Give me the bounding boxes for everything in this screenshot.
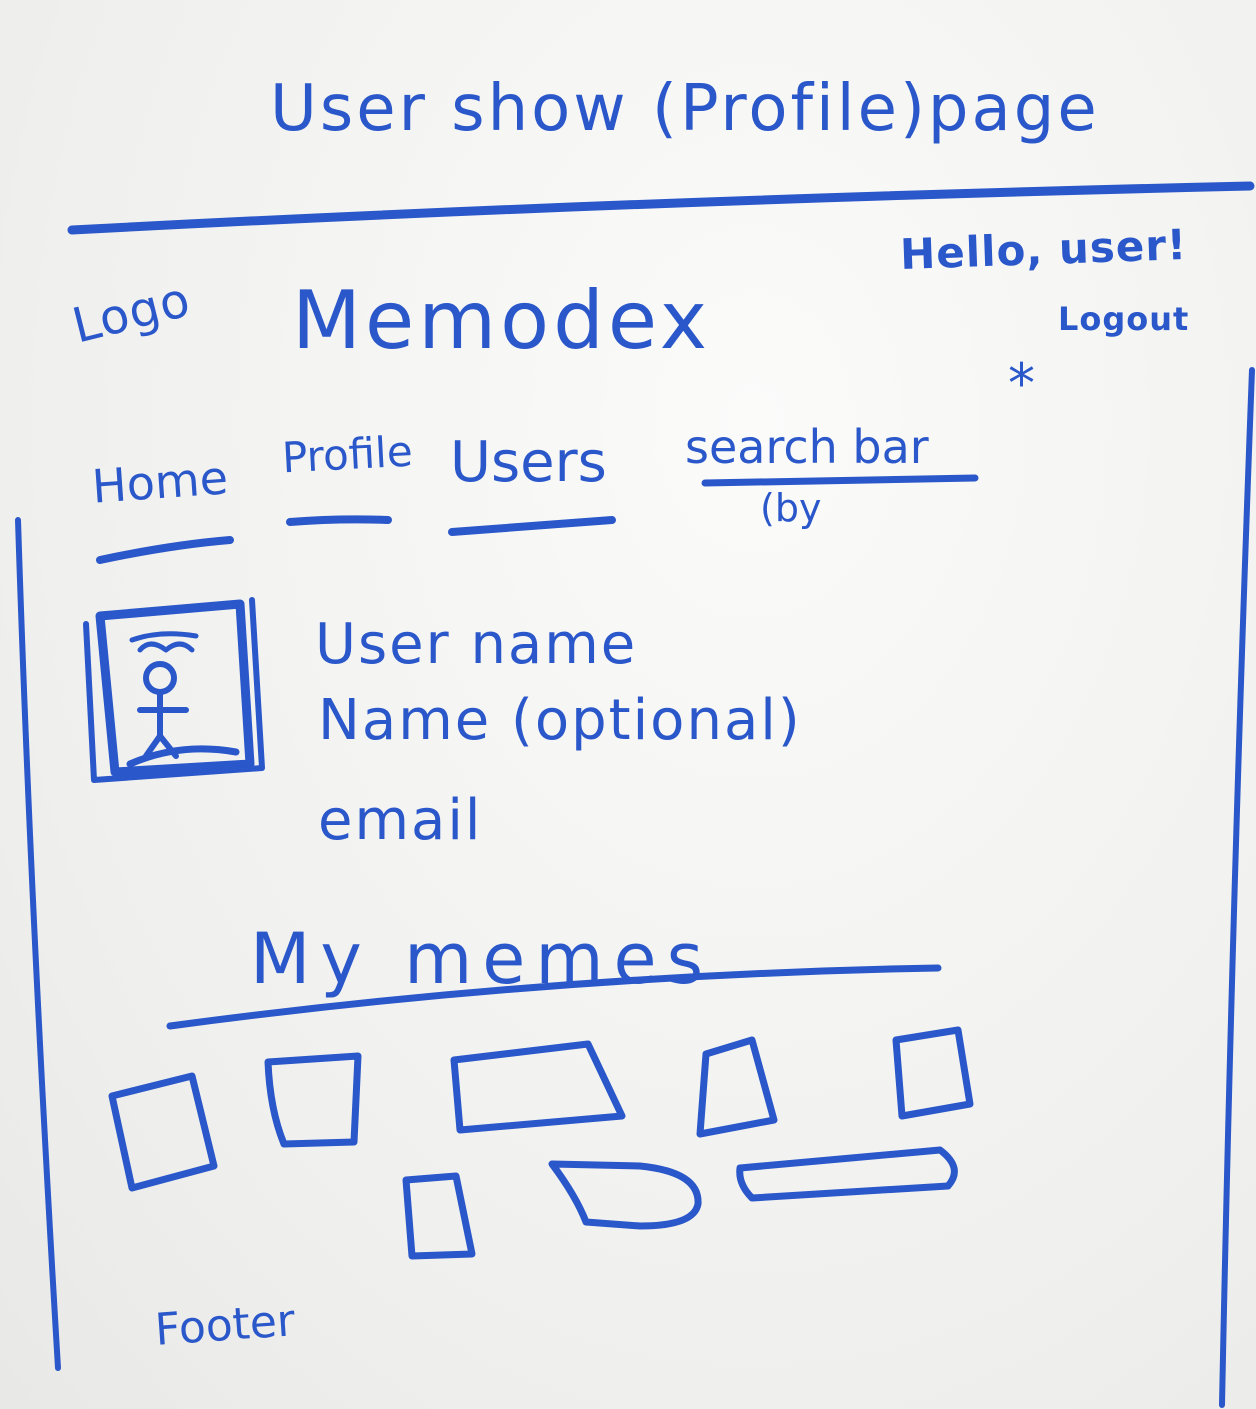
meme-thumb-6 bbox=[402, 1172, 476, 1260]
meme-thumb-1 bbox=[108, 1072, 218, 1192]
search-bar[interactable]: search bar bbox=[685, 420, 929, 474]
meme-thumb-4 bbox=[696, 1036, 778, 1138]
nav-users-underline bbox=[448, 516, 616, 536]
nav-home-underline bbox=[96, 536, 234, 564]
meme-thumb-7 bbox=[548, 1160, 702, 1230]
user-greeting: Hello, user! bbox=[899, 220, 1188, 279]
footer: Footer bbox=[153, 1295, 297, 1356]
nav-home-link[interactable]: Home bbox=[90, 450, 230, 514]
search-asterisk: * bbox=[1008, 352, 1035, 415]
profile-email: email bbox=[318, 788, 483, 853]
memes-heading-underline bbox=[166, 964, 942, 1030]
meme-thumb-2 bbox=[264, 1052, 362, 1148]
search-bar-underline bbox=[701, 474, 979, 487]
search-bar-note: (by bbox=[760, 486, 822, 530]
frame-left-line bbox=[15, 517, 61, 1371]
nav-profile-underline bbox=[286, 515, 392, 526]
avatar-placeholder bbox=[83, 597, 265, 783]
profile-username: User name bbox=[315, 612, 638, 677]
app-name[interactable]: Memodex bbox=[292, 274, 712, 367]
memes-heading: My memes bbox=[250, 918, 714, 1000]
logout-link[interactable]: Logout bbox=[1058, 300, 1190, 338]
meme-thumb-5 bbox=[892, 1026, 974, 1120]
meme-thumb-8 bbox=[736, 1146, 958, 1202]
nav-profile-link[interactable]: Profile bbox=[280, 426, 414, 483]
profile-name: Name (optional) bbox=[318, 688, 802, 753]
title-separator-line bbox=[67, 181, 1255, 235]
page-title: User show (Profile)page bbox=[270, 72, 1100, 146]
nav-users-link[interactable]: Users bbox=[450, 430, 607, 495]
meme-thumb-3 bbox=[450, 1040, 626, 1134]
frame-right-line bbox=[1219, 367, 1255, 1408]
